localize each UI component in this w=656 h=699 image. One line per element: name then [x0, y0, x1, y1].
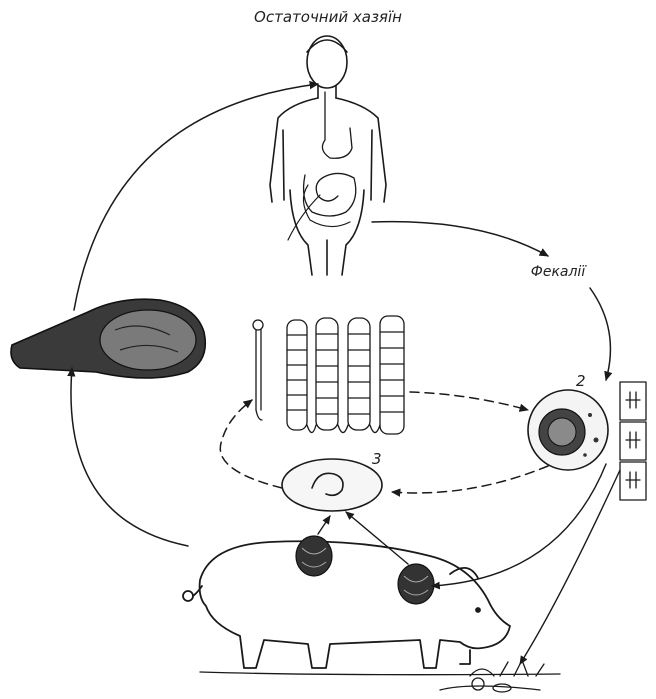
cysticercus [282, 459, 382, 511]
arrow-feces-to-egg [590, 288, 610, 380]
arrow-cysticercus-to-worm [220, 400, 282, 488]
arrow-proglottids-to-ground [520, 470, 620, 664]
arrow-egg-to-cysticercus [392, 466, 548, 493]
arrow-meat-to-human [74, 84, 318, 310]
pork-meat [11, 299, 205, 378]
egg [528, 390, 608, 470]
stage-2-label: 2 [576, 372, 586, 390]
adult-tapeworm [253, 316, 404, 434]
feces-label: Фекалії [531, 264, 588, 280]
cyst-in-pig-2 [398, 564, 434, 604]
proglottids [620, 382, 646, 500]
arrow-worm-to-egg [410, 392, 528, 410]
stage-3-label: 3 [372, 450, 382, 468]
human-figure [270, 36, 386, 275]
arrow-human-to-feces [372, 222, 548, 256]
cyst-in-pig-1 [296, 536, 332, 576]
arrow-cyst1-to-cysticercus [318, 516, 330, 534]
final-host-label: Остаточний хазяїн [254, 8, 402, 26]
pig [183, 541, 510, 668]
arrow-pig-to-meat [71, 368, 188, 546]
